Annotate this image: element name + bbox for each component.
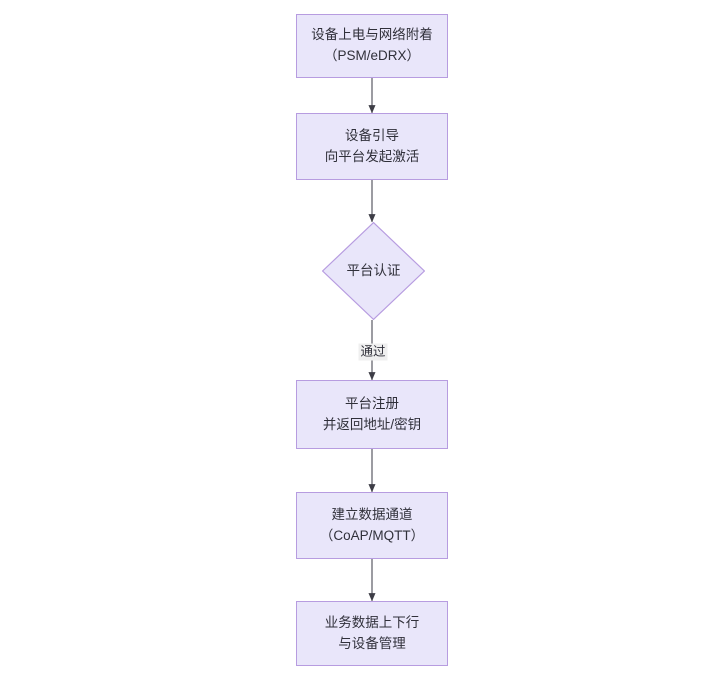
node-data-channel-line-2: （CoAP/MQTT） xyxy=(319,527,425,543)
node-platform-register[interactable]: 平台注册 并返回地址/密钥 xyxy=(296,380,448,449)
node-bootstrap-line-2: 向平台发起激活 xyxy=(324,148,420,164)
edge-label-pass: 通过 xyxy=(358,343,388,361)
node-platform-register-line-2: 并返回地址/密钥 xyxy=(322,416,422,432)
diamond-shape-icon xyxy=(322,222,425,320)
node-data-channel[interactable]: 建立数据通道 （CoAP/MQTT） xyxy=(296,492,448,559)
node-platform-register-line-1: 平台注册 xyxy=(345,395,399,411)
node-power-on-line-2: （PSM/eDRX） xyxy=(323,48,421,63)
node-business-data-line-2: 与设备管理 xyxy=(338,635,406,651)
node-business-data-line-1: 业务数据上下行 xyxy=(324,614,420,630)
node-business-data[interactable]: 业务数据上下行 与设备管理 xyxy=(296,601,448,666)
node-platform-auth-label: 平台认证 xyxy=(346,262,401,278)
node-power-on-line-1: 设备上电与网络附着 xyxy=(311,27,433,43)
node-data-channel-line-1: 建立数据通道 xyxy=(331,506,413,522)
node-bootstrap[interactable]: 设备引导 向平台发起激活 xyxy=(296,113,448,180)
node-power-on[interactable]: 设备上电与网络附着 （PSM/eDRX） xyxy=(296,14,448,78)
node-bootstrap-line-1: 设备引导 xyxy=(345,127,399,143)
node-platform-auth[interactable]: 平台认证 xyxy=(322,222,425,320)
